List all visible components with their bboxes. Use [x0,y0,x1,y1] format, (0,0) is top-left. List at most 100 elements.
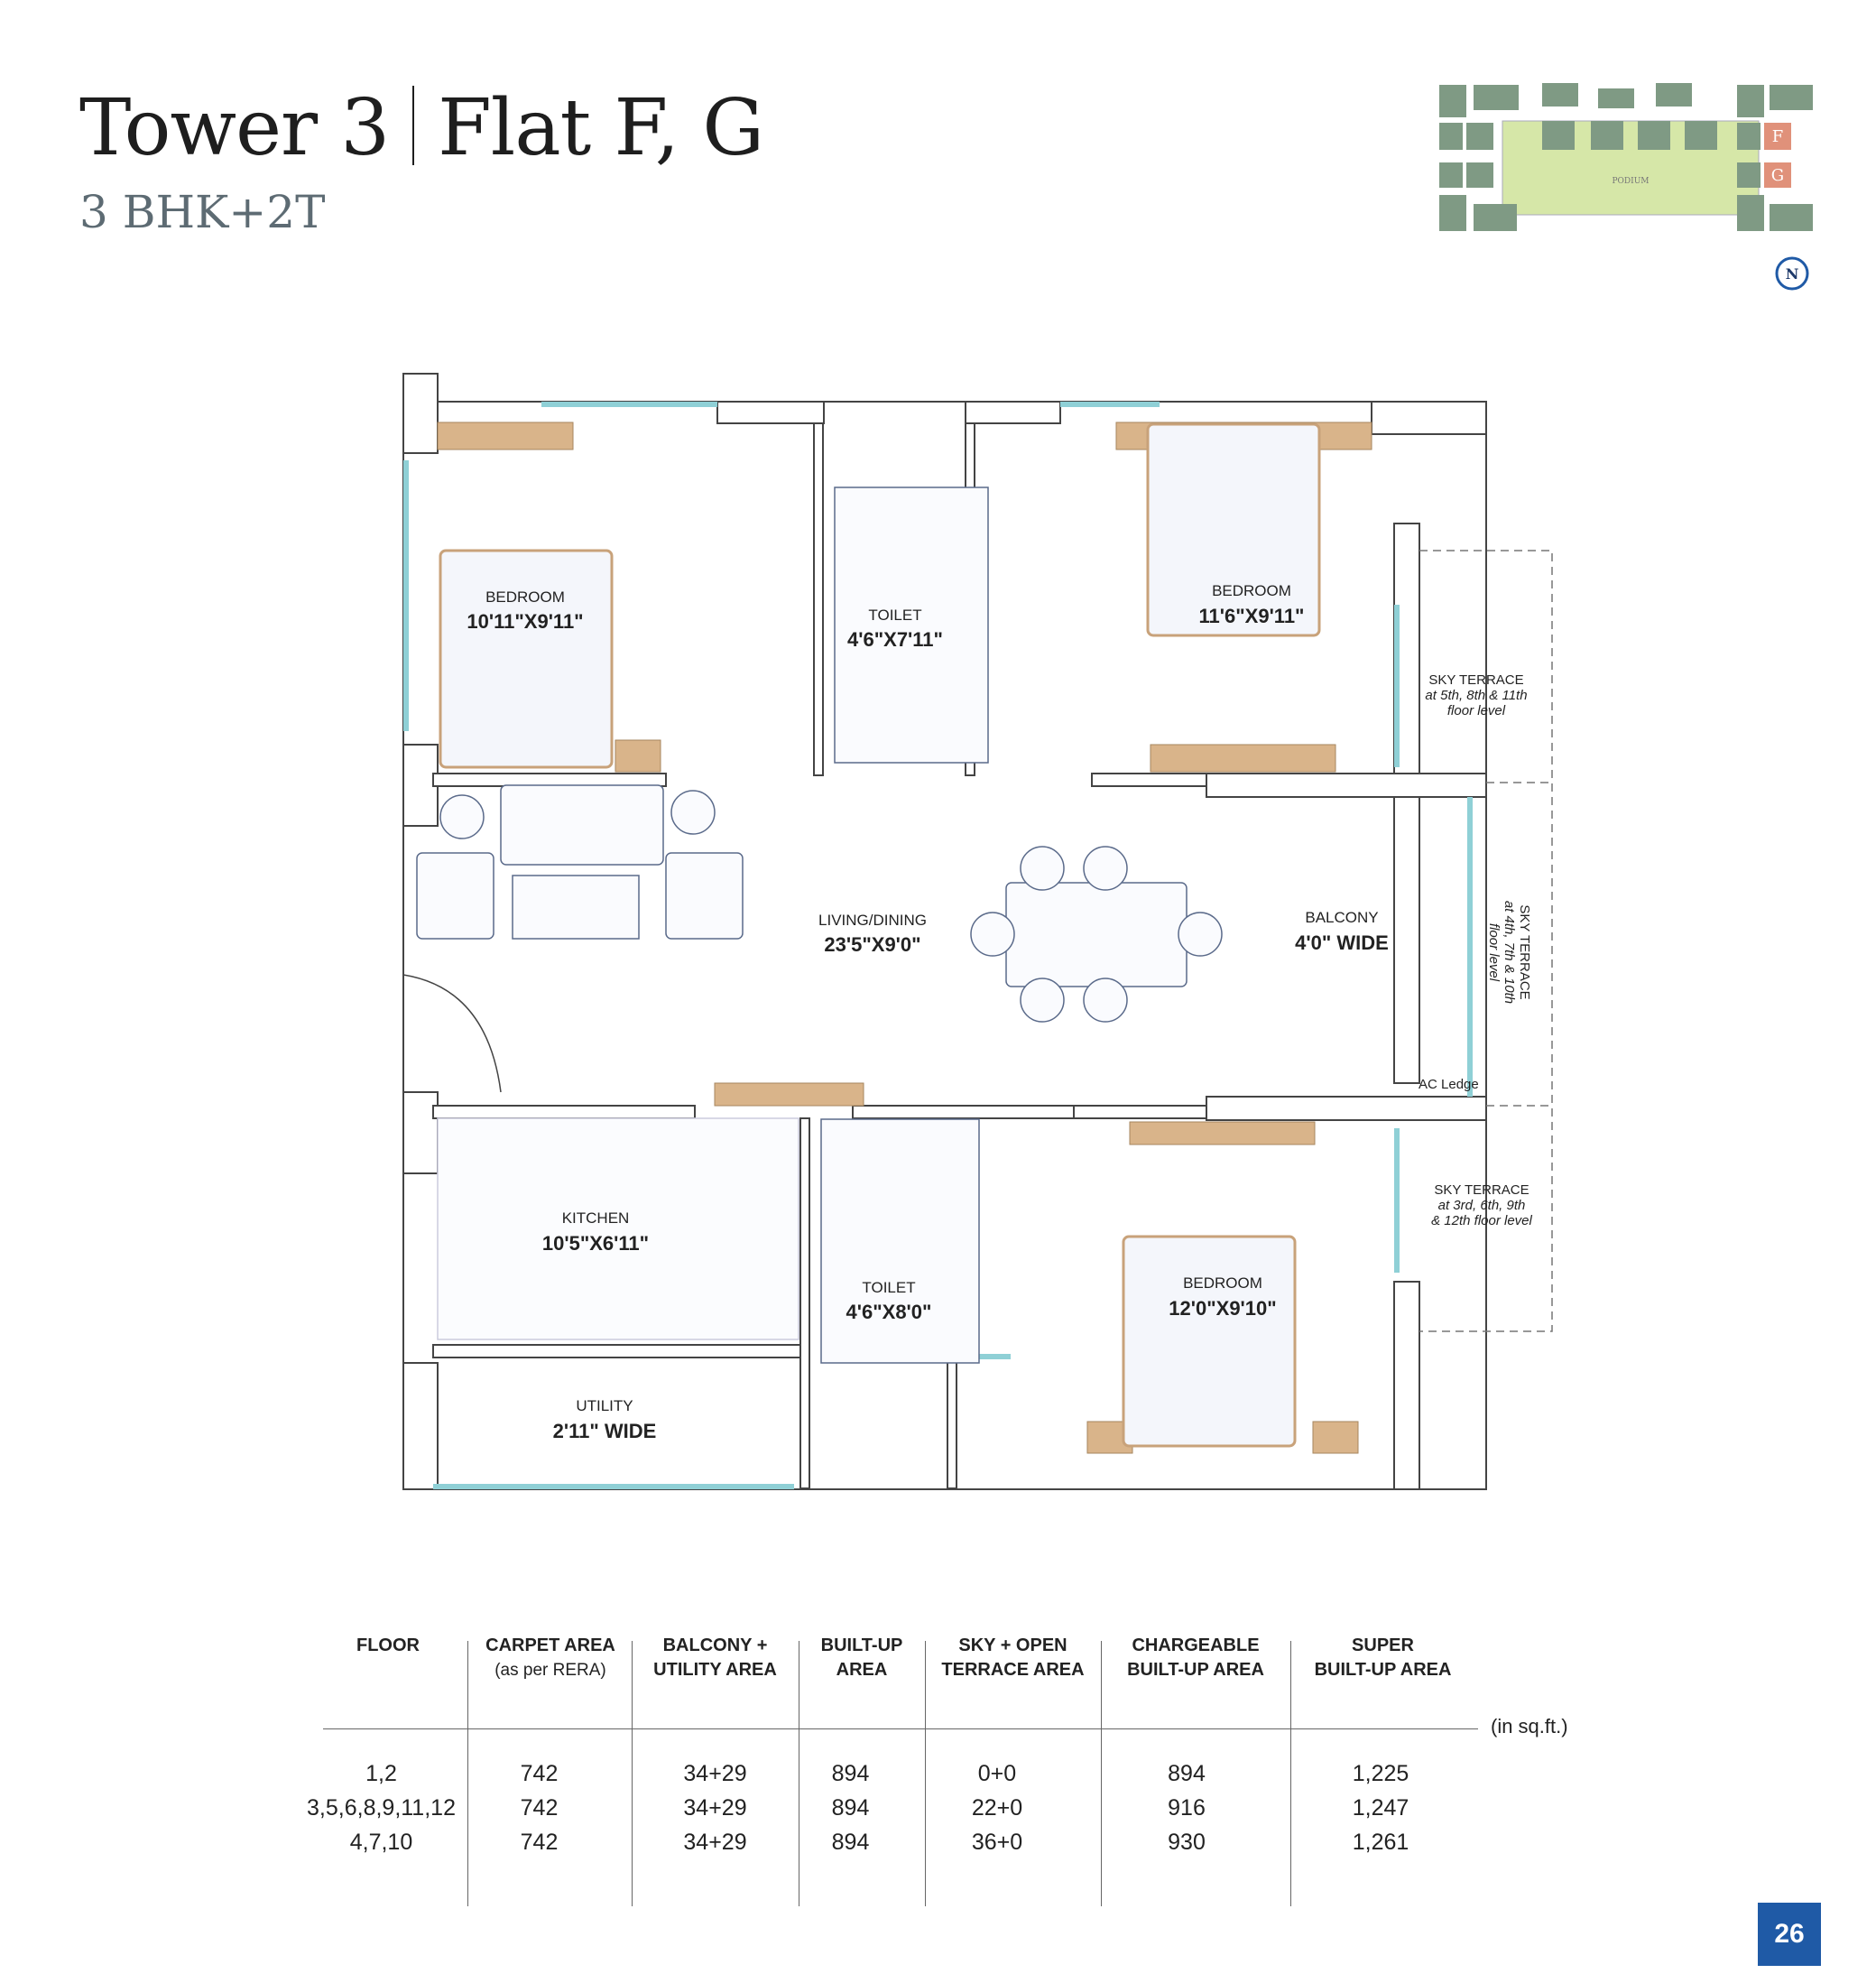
col-header-built-up-line2: AREA [836,1660,888,1680]
bedroom-1-size: 10'11"X9'11" [467,610,583,633]
bed-2 [1146,422,1321,637]
unit-note: (in sq.ft.) [1491,1715,1568,1737]
table-cell: 1,247 [1352,1795,1409,1821]
col-header-terrace-line2: TERRACE AREA [941,1660,1085,1680]
column-divider [1290,1641,1291,1906]
tower-block [1770,85,1813,110]
wall-segment [432,1105,696,1119]
col-header-terrace: SKY + OPEN TERRACE AREA [925,1634,1101,1682]
tower-block [1439,85,1466,117]
column-divider [632,1641,633,1906]
dining-chair [970,912,1015,957]
col-header-balcony-utility-line1: BALCONY + [662,1636,768,1655]
bedroom-3-size: 12'0"X9'10" [1169,1297,1276,1320]
window [403,460,409,731]
wall-segment [402,1091,439,1174]
column-divider [925,1641,926,1906]
wardrobe [437,422,574,450]
flat-g-label: G [1771,166,1784,185]
sky-terrace-1-line1: at 5th, 8th & 11th [1425,688,1527,703]
bedside-table [615,739,661,773]
col-header-super-line1: SUPER [1352,1636,1414,1655]
window [433,1484,794,1489]
col-header-balcony-utility-line2: UTILITY AREA [653,1660,777,1680]
sky-terrace-outline [1419,550,1553,1332]
dining-table [1005,882,1188,987]
armchair [665,852,744,940]
col-header-built-up-line1: BUILT-UP [820,1636,903,1655]
tower-block [1737,195,1764,231]
tower-block [1439,162,1463,188]
window [541,402,717,407]
shower-tray [834,486,989,764]
table-cell: 0+0 [977,1761,1017,1786]
dining-chair [1083,846,1128,891]
wall-segment [1073,1105,1207,1119]
sky-terrace-3-line2: & 12th floor level [1431,1213,1532,1228]
table-cell: 930 [1168,1830,1206,1855]
tower-block [1737,123,1760,150]
tower-block [1439,195,1466,231]
col-header-carpet-area: CARPET AREA (as per RERA) [469,1634,632,1682]
tower-block [1474,204,1517,231]
col-header-built-up: BUILT-UP AREA [799,1634,925,1682]
kitchen-counter [437,1117,799,1340]
col-header-floor: FLOOR [325,1634,451,1658]
title-divider [412,86,415,165]
sky-terrace-3-title: SKY TERRACE [1434,1182,1529,1198]
table-cell: 894 [831,1761,870,1786]
bed-3 [1122,1235,1297,1448]
wardrobe [1129,1121,1316,1145]
windows [403,402,1473,1489]
flat-label: Flat F, G [438,83,764,173]
column-divider [1101,1641,1102,1906]
wall-segment [965,401,1061,424]
sky-terrace-2-label: SKY TERRACE at 4th, 7th & 10th floor lev… [1486,901,1532,1004]
table-cell: 742 [520,1761,559,1786]
table-cell: 742 [520,1830,559,1855]
tower-block [1542,121,1575,150]
col-header-balcony-utility: BALCONY + UTILITY AREA [632,1634,799,1682]
furniture [416,486,1223,1364]
table-cell: 36+0 [971,1830,1023,1855]
table-cell: 1,2 [365,1761,397,1786]
entry-door-swing [402,974,502,1093]
tower-block [1439,123,1463,150]
shower-tray [820,1118,980,1364]
flat-g-marker [1764,162,1791,188]
col-header-carpet-area-line2: (as per RERA) [494,1661,606,1680]
wall-left-pillar [402,373,439,454]
col-header-chargeable-line1: CHARGEABLE [1132,1636,1260,1655]
bedroom-2-name: BEDROOM [1212,582,1291,599]
armchair [416,852,494,940]
north-label: N [1786,265,1799,283]
dining-chair [1083,978,1128,1023]
sky-terrace-boundary [1419,550,1553,1332]
tower-block [1591,121,1623,150]
toilet-2-size: 4'6"X8'0" [846,1301,932,1323]
tower-blocks [1439,83,1813,231]
bedroom-1-name: BEDROOM [485,588,565,606]
tower-block [1542,83,1578,107]
dining-chair [1178,912,1223,957]
living-dining-size: 23'5"X9'0" [824,933,920,956]
wall-segment [1206,1096,1487,1121]
tower-label: Tower 3 [79,83,390,173]
kitchen-size: 10'5"X6'11" [542,1232,649,1255]
walls [402,373,1487,1490]
bed-1 [439,549,614,769]
dining-chair [1020,846,1065,891]
bedroom-3-name: BEDROOM [1183,1274,1262,1292]
window [1394,1128,1400,1273]
sky-terrace-3-line1: at 3rd, 6th, 9th [1438,1198,1526,1213]
tower-block [1656,83,1692,107]
col-header-floor-line1: FLOOR [356,1636,420,1655]
wall-segment [1206,773,1487,798]
tower-block [1598,88,1634,108]
table-cell: 1,225 [1352,1761,1409,1786]
bedroom-2-size: 11'6"X9'11" [1199,605,1305,627]
window [1467,797,1473,1097]
table-cell: 4,7,10 [349,1830,413,1855]
balcony-size: 4'0" WIDE [1295,931,1389,954]
table-cell: 34+29 [683,1795,747,1821]
